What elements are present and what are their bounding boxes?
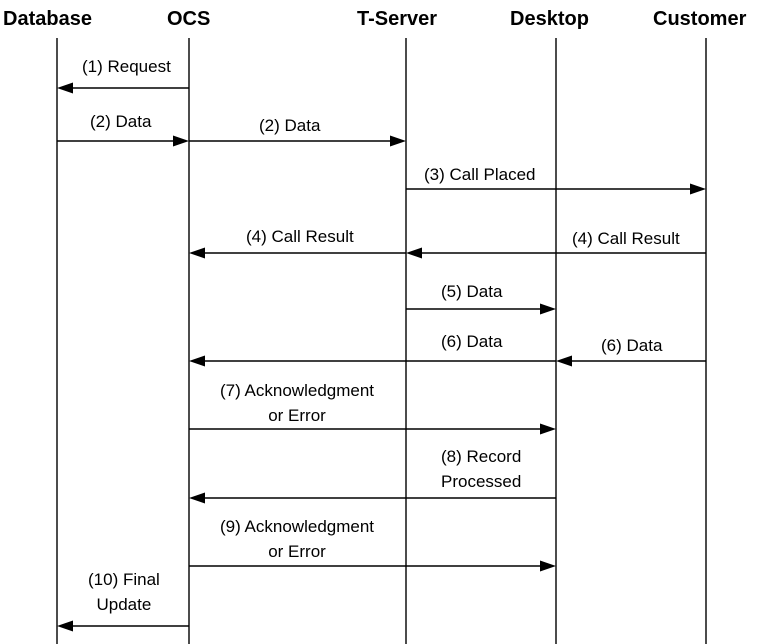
message-arrow-m4a bbox=[406, 247, 706, 259]
message-label-line: (8) Record bbox=[441, 447, 522, 466]
message-label-line: Update bbox=[96, 595, 152, 614]
message-label-m5: (5) Data bbox=[441, 279, 502, 304]
message-arrow-m6a bbox=[556, 355, 706, 367]
message-label-m7: (7) Acknowledgment or Error bbox=[220, 378, 374, 428]
arrowhead bbox=[406, 247, 422, 259]
message-label-line: (2) Data bbox=[90, 112, 152, 131]
arrowhead bbox=[189, 355, 205, 367]
message-label-line: (4) Call Result bbox=[572, 229, 680, 248]
message-arrow-m9 bbox=[189, 560, 556, 572]
actor-customer-title: Customer bbox=[653, 8, 747, 30]
message-label-m1: (1) Request bbox=[82, 54, 171, 79]
arrowhead bbox=[556, 355, 572, 367]
message-label-m2b: (2) Data bbox=[259, 113, 320, 138]
arrowhead bbox=[540, 560, 556, 572]
message-label-line: Processed bbox=[441, 472, 522, 491]
arrowhead bbox=[173, 135, 189, 147]
message-label-m9: (9) Acknowledgment or Error bbox=[220, 514, 374, 564]
message-arrow-m2a bbox=[57, 135, 189, 147]
message-label-line: (1) Request bbox=[82, 57, 171, 76]
arrowhead bbox=[540, 303, 556, 315]
message-label-m2a: (2) Data bbox=[90, 109, 151, 134]
message-label-m3: (3) Call Placed bbox=[424, 162, 536, 187]
arrowhead bbox=[57, 620, 73, 632]
arrowhead bbox=[690, 183, 706, 195]
arrowhead bbox=[189, 492, 205, 504]
message-arrow-m5 bbox=[406, 303, 556, 315]
message-label-line: (10) Final bbox=[88, 570, 160, 589]
message-arrow-m3 bbox=[406, 183, 706, 195]
message-label-line: (6) Data bbox=[441, 332, 503, 351]
message-arrow-m7 bbox=[189, 423, 556, 435]
actor-database-title: Database bbox=[3, 8, 92, 30]
message-label-line: (3) Call Placed bbox=[424, 165, 536, 184]
actor-ocs-title: OCS bbox=[167, 8, 211, 30]
message-label-line: (2) Data bbox=[259, 116, 321, 135]
message-label-line: (7) Acknowledgment bbox=[220, 381, 375, 400]
message-arrow-m8 bbox=[189, 492, 556, 504]
message-label-line: (5) Data bbox=[441, 282, 503, 301]
message-label-line: (6) Data bbox=[601, 336, 663, 355]
message-arrow-m10 bbox=[57, 620, 189, 632]
message-label-m6a: (6) Data bbox=[601, 333, 662, 358]
message-label-m4a: (4) Call Result bbox=[572, 226, 680, 251]
message-arrow-m1 bbox=[57, 82, 189, 94]
arrowhead bbox=[189, 247, 205, 259]
message-label-line: (4) Call Result bbox=[246, 227, 354, 246]
message-label-m4b: (4) Call Result bbox=[246, 224, 354, 249]
message-label-line: or Error bbox=[268, 406, 326, 425]
actor-desktop-title: Desktop bbox=[510, 8, 589, 30]
message-arrow-m6b bbox=[189, 355, 556, 367]
actor-tserver-title: T-Server bbox=[357, 8, 438, 30]
arrowhead bbox=[57, 82, 73, 94]
message-label-line: (9) Acknowledgment bbox=[220, 517, 375, 536]
arrowhead bbox=[540, 423, 556, 435]
message-label-m6b: (6) Data bbox=[441, 329, 502, 354]
message-arrow-m2b bbox=[189, 135, 406, 147]
arrowhead bbox=[390, 135, 406, 147]
message-label-line: or Error bbox=[268, 542, 326, 561]
message-arrow-m4b bbox=[189, 247, 406, 259]
